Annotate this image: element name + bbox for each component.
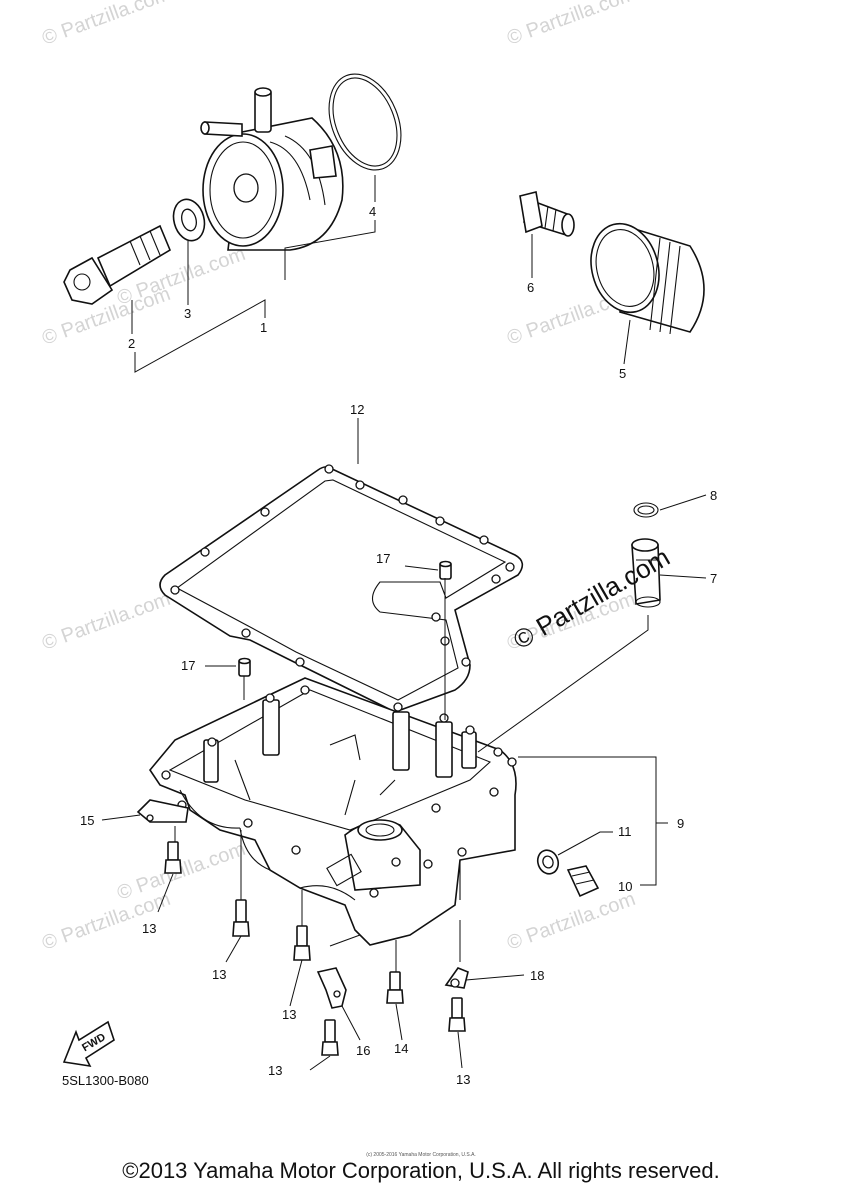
bracket-part-15[interactable] — [136, 799, 189, 823]
bolt-part-13-e[interactable] — [448, 997, 466, 1032]
union-bolt-part-6[interactable] — [519, 191, 575, 237]
pipe-part-7[interactable] — [631, 538, 661, 608]
lower-leader-lines — [101, 418, 707, 1071]
bolt-part-13-b[interactable] — [232, 899, 250, 937]
callout-11: 11 — [618, 824, 632, 839]
dowel-pin-part-17-lower[interactable] — [238, 657, 251, 677]
bolt-part-13-c[interactable] — [293, 925, 311, 961]
oil-cooler-part-1[interactable] — [200, 87, 344, 251]
bolt-part-14[interactable] — [386, 971, 404, 1004]
callout-5: 5 — [619, 366, 626, 381]
top-leader-lines — [131, 175, 631, 373]
callout-13-b: 13 — [212, 967, 226, 982]
callout-10: 10 — [618, 879, 632, 894]
callout-17-lower: 17 — [181, 658, 195, 673]
oil-pan-gasket-part-12[interactable] — [159, 464, 524, 713]
callout-7: 7 — [710, 571, 717, 586]
oil-filter-part-5[interactable] — [581, 216, 705, 335]
bolt-part-13-a[interactable] — [164, 841, 182, 874]
callout-13-a: 13 — [142, 921, 156, 936]
dowel-pin-part-17-upper[interactable] — [439, 560, 452, 580]
fine-print: (c) 2005-2016 Yamaha Motor Corporation, … — [366, 1152, 476, 1158]
o-ring-part-8[interactable] — [633, 502, 659, 518]
callout-13-c: 13 — [282, 1007, 296, 1022]
drain-bolt-part-10[interactable] — [566, 865, 600, 898]
watermark: © Partzilla.com — [39, 0, 173, 50]
callout-16: 16 — [356, 1043, 370, 1058]
callout-1: 1 — [260, 320, 267, 335]
callout-14: 14 — [394, 1041, 408, 1056]
bracket-part-18[interactable] — [444, 967, 469, 989]
union-bolt-part-2[interactable] — [63, 224, 172, 305]
oil-pan-part-9[interactable] — [149, 677, 517, 946]
watermark: © Partzilla.com — [504, 888, 638, 955]
watermark: © Partzilla.com — [39, 588, 173, 655]
callout-17-upper: 17 — [376, 551, 390, 566]
callout-15: 15 — [80, 813, 94, 828]
parts-diagram: © Partzilla.com © Partzilla.com © Partzi… — [39, 0, 717, 1088]
fwd-arrow-icon: FWD — [62, 1020, 115, 1068]
diagram-code: 5SL1300-B080 — [62, 1073, 149, 1088]
copyright-notice: ©2013 Yamaha Motor Corporation, U.S.A. A… — [122, 1158, 720, 1183]
washer-part-3[interactable] — [169, 196, 209, 244]
callout-6: 6 — [527, 280, 534, 295]
o-ring-part-4[interactable] — [316, 63, 415, 180]
callout-13-e: 13 — [456, 1072, 470, 1087]
callout-4: 4 — [369, 204, 376, 219]
callout-8: 8 — [710, 488, 717, 503]
callout-3: 3 — [184, 306, 191, 321]
callout-12: 12 — [350, 402, 364, 417]
callout-13-d: 13 — [268, 1063, 282, 1078]
watermark: © Partzilla.com — [504, 0, 638, 50]
bolt-part-13-d[interactable] — [321, 1019, 339, 1056]
bracket-part-16[interactable] — [316, 967, 347, 1009]
callout-9: 9 — [677, 816, 684, 831]
washer-part-11[interactable] — [534, 847, 561, 876]
callout-18: 18 — [530, 968, 544, 983]
callout-2: 2 — [128, 336, 135, 351]
